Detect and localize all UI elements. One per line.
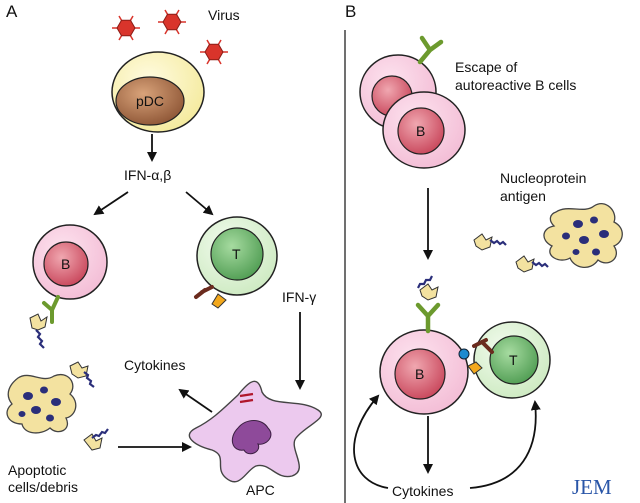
b-cell-b2-label: B bbox=[415, 366, 424, 382]
debris-fragment-icon bbox=[69, 361, 109, 451]
panel-label-b: B bbox=[345, 2, 356, 21]
bound-antigen-icon bbox=[417, 275, 439, 301]
escape-label-2: autoreactive B cells bbox=[455, 77, 576, 93]
t-cell-a bbox=[194, 216, 278, 309]
antigen-fragment-icon bbox=[29, 313, 48, 349]
journal-logo: JEM bbox=[572, 475, 612, 499]
feedback-arrow-left bbox=[353, 394, 389, 489]
apc-label: APC bbox=[246, 482, 275, 498]
t-cell-a-label: T bbox=[232, 246, 241, 262]
cytokines-b-label: Cytokines bbox=[392, 483, 453, 499]
arrow-ifn-to-b bbox=[93, 191, 129, 216]
apoptotic-label-1: Apoptotic bbox=[8, 462, 66, 478]
t-cell-b bbox=[467, 321, 551, 399]
arrow-apc-to-cytokines bbox=[178, 388, 213, 413]
panel-label-a: A bbox=[6, 2, 18, 21]
nucleoprotein-label-2: antigen bbox=[500, 188, 546, 204]
escape-label-1: Escape of bbox=[455, 59, 517, 75]
b-cell-b1-label: B bbox=[416, 123, 425, 139]
b-cell-a bbox=[32, 224, 108, 324]
apoptotic-cell bbox=[6, 373, 77, 434]
b-cell-activated bbox=[379, 302, 470, 415]
ifn-ab-label: IFN-α,β bbox=[124, 167, 171, 183]
feedback-arrow-right bbox=[469, 400, 541, 489]
pdc-label: pDC bbox=[136, 93, 164, 109]
b-cell-escape-front bbox=[382, 91, 466, 169]
nucleoprotein-label-1: Nucleoprotein bbox=[500, 170, 586, 186]
virus-icon bbox=[112, 9, 228, 65]
apc-cell bbox=[188, 380, 322, 483]
apoptotic-label-2: cells/debris bbox=[8, 479, 78, 495]
ifn-g-label: IFN-γ bbox=[282, 289, 316, 305]
t-cell-b-label: T bbox=[509, 352, 518, 368]
pdc-cell bbox=[111, 51, 205, 133]
virus-label: Virus bbox=[208, 7, 240, 23]
antigen-fragment-icon bbox=[473, 233, 549, 273]
nucleoprotein-antigen bbox=[543, 203, 623, 268]
b-cell-a-label: B bbox=[61, 256, 70, 272]
cytokines-a-label: Cytokines bbox=[124, 357, 185, 373]
arrow-ifn-to-t bbox=[185, 191, 214, 216]
